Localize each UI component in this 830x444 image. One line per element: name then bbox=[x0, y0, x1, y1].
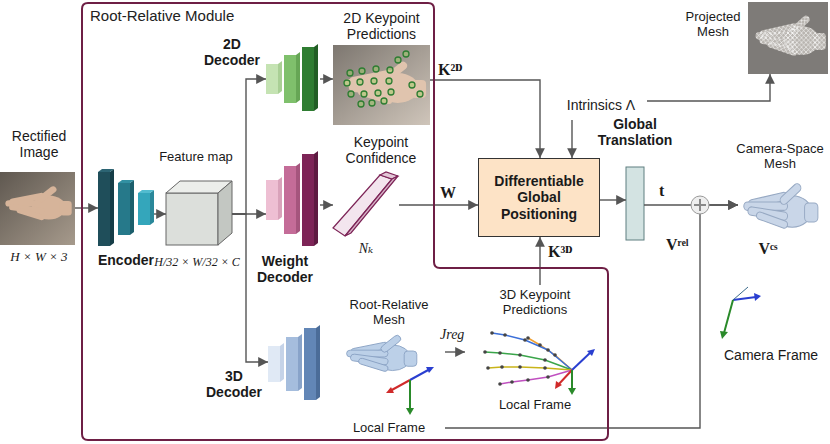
edge-label: t bbox=[657, 182, 666, 200]
projected-photo bbox=[748, 2, 828, 74]
projected-image: Projected Mesh bbox=[748, 2, 828, 74]
arrow-connector bbox=[445, 351, 465, 352]
camera-axes bbox=[720, 287, 761, 339]
arrow-connector bbox=[600, 199, 626, 200]
node-label: H/32 × W/32 × C bbox=[154, 256, 240, 270]
decoder-block: 3D Decoder bbox=[268, 326, 322, 402]
translation-vector: Global Translation bbox=[626, 165, 644, 240]
arrow-connector bbox=[320, 78, 333, 79]
arrow-connector bbox=[571, 120, 572, 158]
arrow-connector bbox=[320, 204, 333, 205]
decoder-block: 2D Decoder bbox=[266, 46, 320, 112]
arrow-connector bbox=[445, 205, 738, 428]
arrow-connector bbox=[154, 213, 166, 214]
decoder-3d-layers bbox=[268, 325, 320, 400]
node-label: Local Frame bbox=[465, 398, 605, 413]
node-label: Nₖ bbox=[341, 241, 391, 257]
camera-space-hand bbox=[744, 182, 818, 229]
node-label: Rectified Image bbox=[0, 128, 78, 160]
node-label: 2D Keypoint Predictions bbox=[333, 10, 430, 42]
edge-label: W bbox=[438, 184, 458, 202]
decoder-weight-layers bbox=[266, 151, 318, 246]
node-label: H × W × 3 bbox=[0, 250, 78, 265]
edge-label: Vʳᵉˡ bbox=[664, 236, 691, 254]
keypoint-figure: 3D Keypoint PredictionsLocal Frame bbox=[465, 285, 605, 415]
keypoint-photo bbox=[333, 45, 430, 125]
node-text: Differentiable Global Positioning bbox=[483, 173, 595, 221]
arrow-connector bbox=[399, 204, 478, 205]
mesh-figure: Root-Relative MeshLocal Frame bbox=[333, 296, 445, 436]
feature-cube bbox=[166, 181, 232, 245]
node-label: 3D Keypoint Predictions bbox=[485, 288, 585, 318]
node-label: Projected Mesh bbox=[680, 10, 746, 40]
keypoint-skeleton bbox=[483, 331, 595, 395]
encoder-block: Encoder bbox=[98, 170, 154, 246]
mesh-figure: Camera-Space MeshVᶜˢ bbox=[738, 180, 822, 236]
node-label: 3D Decoder bbox=[202, 368, 266, 400]
arrow-connector bbox=[232, 79, 266, 214]
node-label: Root-Relative Module bbox=[90, 7, 310, 24]
node-label: Encoder bbox=[88, 252, 164, 268]
feature-map: Feature mapH/32 × W/32 × C bbox=[166, 181, 232, 247]
translation-bar bbox=[626, 167, 644, 240]
arrow-connector bbox=[75, 207, 98, 208]
node-label: Vᶜˢ bbox=[748, 240, 788, 258]
node-label: Root-Relative Mesh bbox=[333, 298, 445, 328]
arrow-connector bbox=[430, 80, 540, 158]
confidence-vector: Keypoint ConfidenceNₖ bbox=[333, 172, 399, 238]
arrow-connector bbox=[647, 74, 770, 101]
node-label: Camera-Space Mesh bbox=[732, 142, 828, 172]
node-label: Keypoint Confidence bbox=[336, 134, 426, 166]
input-photo bbox=[0, 172, 75, 245]
decoder-2d-layers bbox=[266, 44, 318, 111]
encoder-layers bbox=[98, 169, 154, 246]
input-node: Intrinsics Λ bbox=[555, 91, 647, 120]
input-image: Rectified ImageH × W × 3 bbox=[0, 172, 75, 245]
node-label: 2D Decoder bbox=[200, 36, 264, 68]
arrow-connector bbox=[232, 214, 268, 362]
decoder-block: Weight Decoder bbox=[266, 152, 320, 248]
node-text: Intrinsics Λ bbox=[567, 97, 635, 113]
edge-label: K²ᴰ bbox=[436, 61, 464, 79]
node-label: Local Frame bbox=[333, 421, 445, 436]
process-box: Differentiable Global Positioning bbox=[478, 158, 600, 237]
edge-label: K³ᴰ bbox=[546, 243, 574, 261]
keypoint-image: 2D Keypoint Predictions bbox=[333, 45, 430, 125]
root-relative-hand bbox=[347, 334, 434, 415]
edge-label: Jreg bbox=[438, 327, 466, 343]
arrow-connector bbox=[539, 237, 540, 285]
node-label: Weight Decoder bbox=[250, 253, 320, 285]
figure-label: Camera Frame bbox=[722, 347, 820, 363]
confidence-prism bbox=[333, 172, 398, 236]
node-label: Feature map bbox=[158, 150, 234, 165]
node-label: Global Translation bbox=[593, 116, 677, 148]
